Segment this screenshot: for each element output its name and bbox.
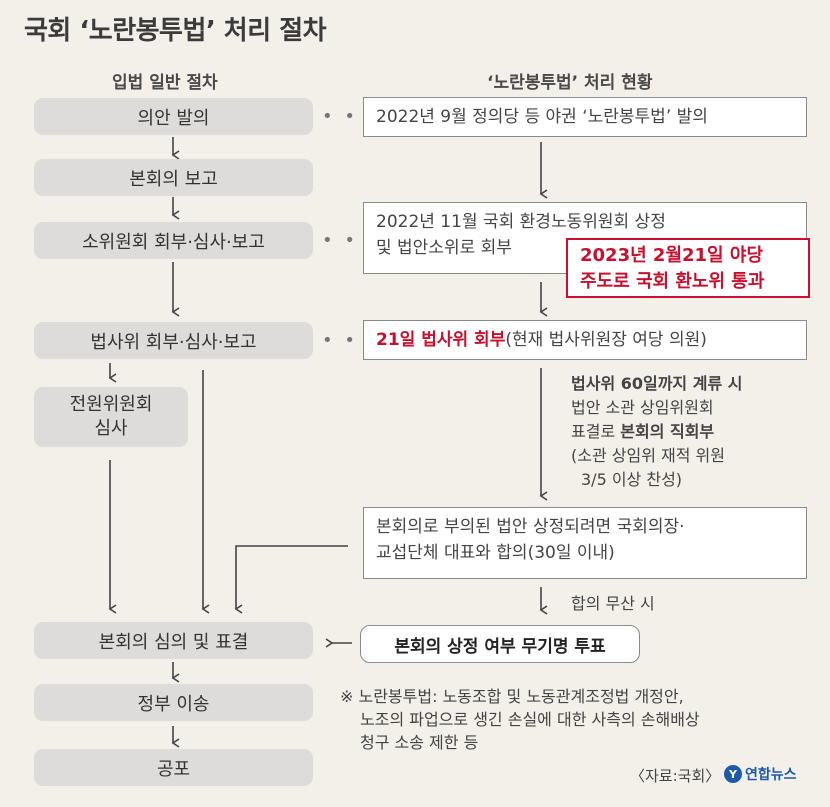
footnote-line2: 노조의 파업으로 생긴 손실에 대한 사측의 손해배상: [360, 710, 700, 729]
yonhap-logo-icon: Y: [724, 765, 742, 783]
step-bill-proposal: 의안 발의: [34, 98, 313, 135]
judiciary-red-text: 21일 법사위 회부: [376, 330, 506, 350]
footnote: ※ 노란봉투법: 노동조합 및 노동관계조정법 개정안, 노조의 파업으로 생긴…: [340, 685, 700, 754]
direct-note-line5: 3/5 이상 찬성): [581, 470, 683, 489]
step-plenary-vote: 본회의 심의 및 표결: [34, 622, 313, 659]
step-plenary-report: 본회의 보고: [34, 159, 313, 196]
status-subcommittee-line1: 2022년 11월 국회 환경노동위원회 상정: [376, 212, 666, 232]
plenary-committee-line1: 전원위원회: [69, 394, 153, 415]
direct-note-line2: 법안 소관 상임위원회: [571, 398, 714, 417]
status-secret-vote: 본회의 상정 여부 무기명 투표: [360, 625, 640, 663]
left-column-header: 입법 일반 절차: [112, 73, 218, 93]
step-judiciary: 법사위 회부·심사·보고: [34, 322, 313, 359]
status-agreement: 본회의로 부의된 법안 상정되려면 국회의장· 교섭단체 대표와 합의(30일 …: [363, 507, 807, 579]
right-column-header: ‘노란봉투법’ 처리 현황: [487, 73, 653, 93]
step-promulgation: 공포: [34, 749, 313, 786]
agreement-line1: 본회의로 부의된 법안 상정되려면 국회의장·: [376, 517, 685, 537]
page-title: 국회 ‘노란봉투법’ 처리 절차: [24, 16, 327, 46]
committee-pass-line2: 주도로 국회 환노위 통과: [580, 271, 765, 292]
yonhap-logo-text: 연합뉴스: [745, 767, 797, 783]
footnote-line3: 청구 소송 제한 등: [360, 733, 479, 752]
no-agreement-label: 합의 무산 시: [571, 594, 655, 613]
status-judiciary: 21일 법사위 회부(현재 법사위원장 여당 의원): [363, 320, 807, 360]
status-committee-pass: 2023년 2월21일 야당 주도로 국회 환노위 통과: [566, 238, 810, 298]
direct-note-line1: 법사위 60일까지 계류 시: [571, 374, 743, 393]
agreement-line2: 교섭단체 대표와 합의(30일 이내): [376, 543, 615, 563]
direct-referral-note: 법사위 60일까지 계류 시 법안 소관 상임위원회 표결로 본회의 직회부 (…: [571, 372, 742, 492]
footnote-line1: ※ 노란봉투법: 노동조합 및 노동관계조정법 개정안,: [340, 687, 684, 706]
arrow-agreement-return: [234, 545, 348, 614]
plenary-committee-line2: 심사: [94, 418, 128, 439]
step-subcommittee: 소위원회 회부·심사·보고: [34, 222, 313, 259]
status-proposal: 2022년 9월 정의당 등 야권 ‘노란봉투법’ 발의: [363, 97, 807, 137]
judiciary-rest-text: (현재 법사위원장 여당 의원): [505, 330, 707, 350]
step-plenary-committee: 전원위원회 심사: [34, 387, 188, 447]
status-subcommittee-line2: 및 법안소위로 회부: [376, 238, 512, 258]
yonhap-logo: Y 연합뉴스: [724, 764, 797, 784]
direct-note-line3: 표결로 본회의 직회부: [571, 422, 715, 441]
step-government-transfer: 정부 이송: [34, 684, 313, 721]
committee-pass-line1: 2023년 2월21일 야당: [580, 245, 764, 266]
source-label: 〈자료:국회〉: [630, 767, 721, 785]
direct-note-line4: (소관 상임위 재적 위원: [571, 446, 725, 465]
